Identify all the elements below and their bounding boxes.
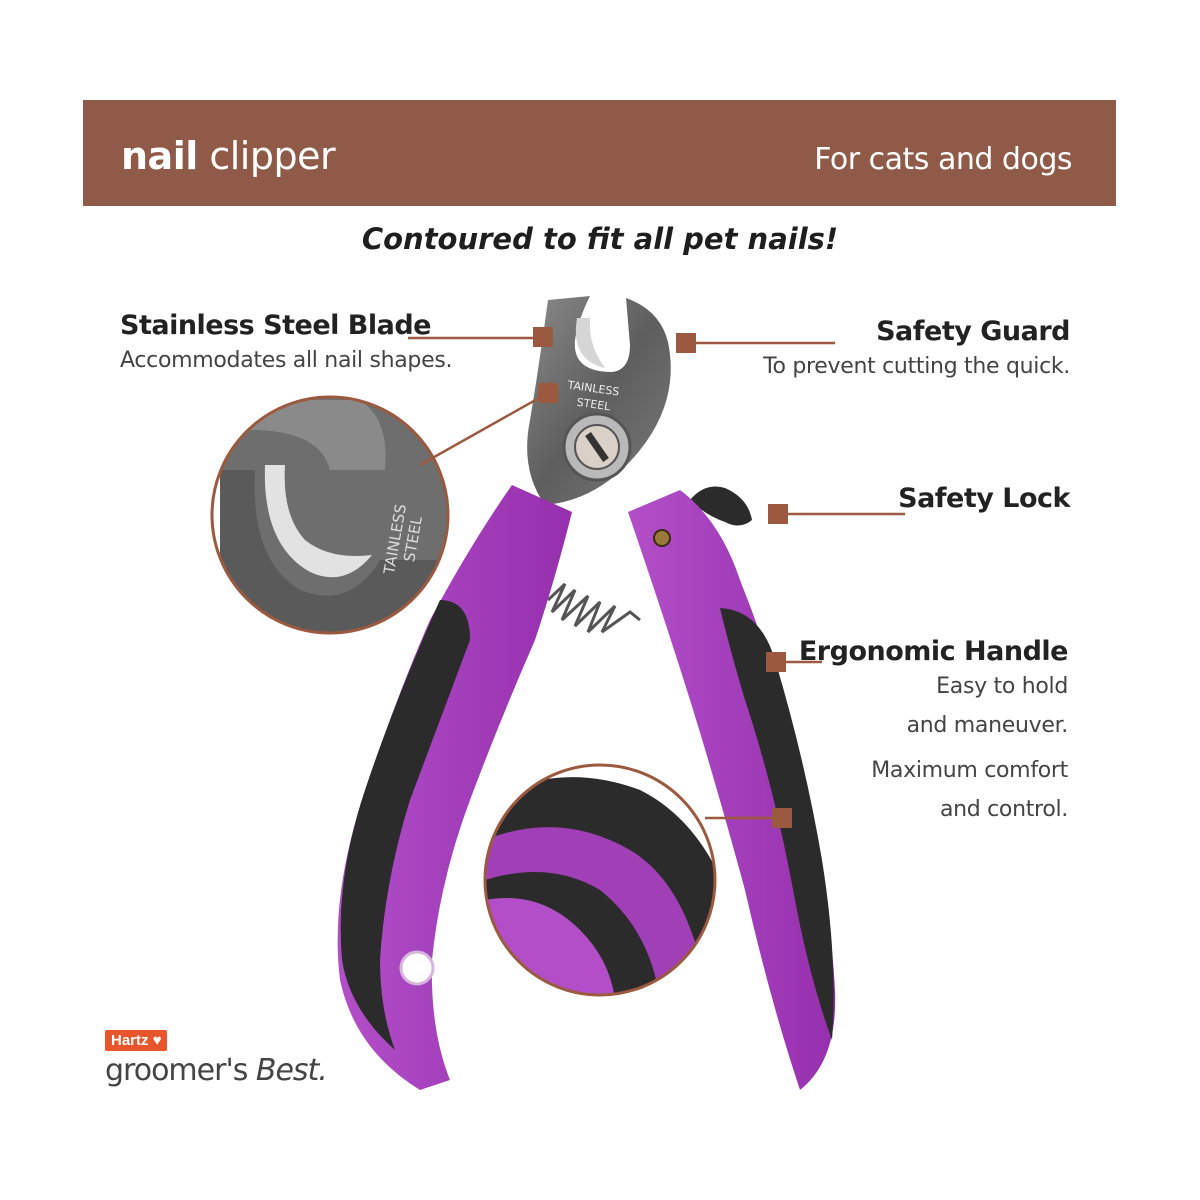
grip-zoom-circle [483,763,717,997]
right-handle [628,490,836,1090]
feature-stainless-steel-blade: Stainless Steel Blade Accommodates all n… [120,310,452,380]
product-subtitle: For cats and dogs [814,142,1072,177]
brand-name-part1: groomer's [105,1053,248,1088]
feature-desc: Easy to hold [936,674,1068,699]
feature-desc: Accommodates all nail shapes. [120,348,453,373]
feature-ergonomic-handle: Ergonomic Handle Easy to hold and maneuv… [798,636,1069,829]
brand-name-part2: Best. [255,1053,328,1088]
brand-badge: Hartz ♥ [105,1030,167,1051]
feature-safety-guard: Safety Guard To prevent cutting the quic… [763,316,1070,386]
steel-blade: TAINLESS STEEL [527,296,671,505]
blade-engraving-2: STEEL [576,396,612,414]
feature-title: Safety Guard [876,316,1070,347]
feature-desc: and maneuver. [906,713,1069,738]
left-handle [337,485,572,1090]
feature-desc: Maximum comfort [871,758,1068,783]
feature-title: Safety Lock [898,483,1070,514]
feature-desc: To prevent cutting the quick. [763,354,1070,379]
brand-logo: Hartz ♥ groomer's Best. [105,1030,328,1088]
brand-name: groomer's Best. [105,1053,328,1088]
safety-lock-tab [690,486,752,526]
callouts [408,327,905,828]
brand-badge-text: Hartz [111,1032,149,1049]
heart-icon: ♥ [152,1032,162,1049]
blade-zoom-circle: TAINLESS STEEL [210,395,450,635]
product-title-light: clipper [209,134,336,178]
product-title-bold: nail [121,134,198,178]
feature-desc: and control. [939,797,1068,822]
tagline: Contoured to fit all pet nails! [361,222,839,256]
feature-safety-lock: Safety Lock [898,483,1070,514]
product-title: nail clipper [121,134,336,178]
spring [546,582,641,634]
feature-title: Ergonomic Handle [798,636,1069,667]
feature-title: Stainless Steel Blade [120,310,431,341]
header-banner: nail clipper For cats and dogs [83,100,1116,206]
